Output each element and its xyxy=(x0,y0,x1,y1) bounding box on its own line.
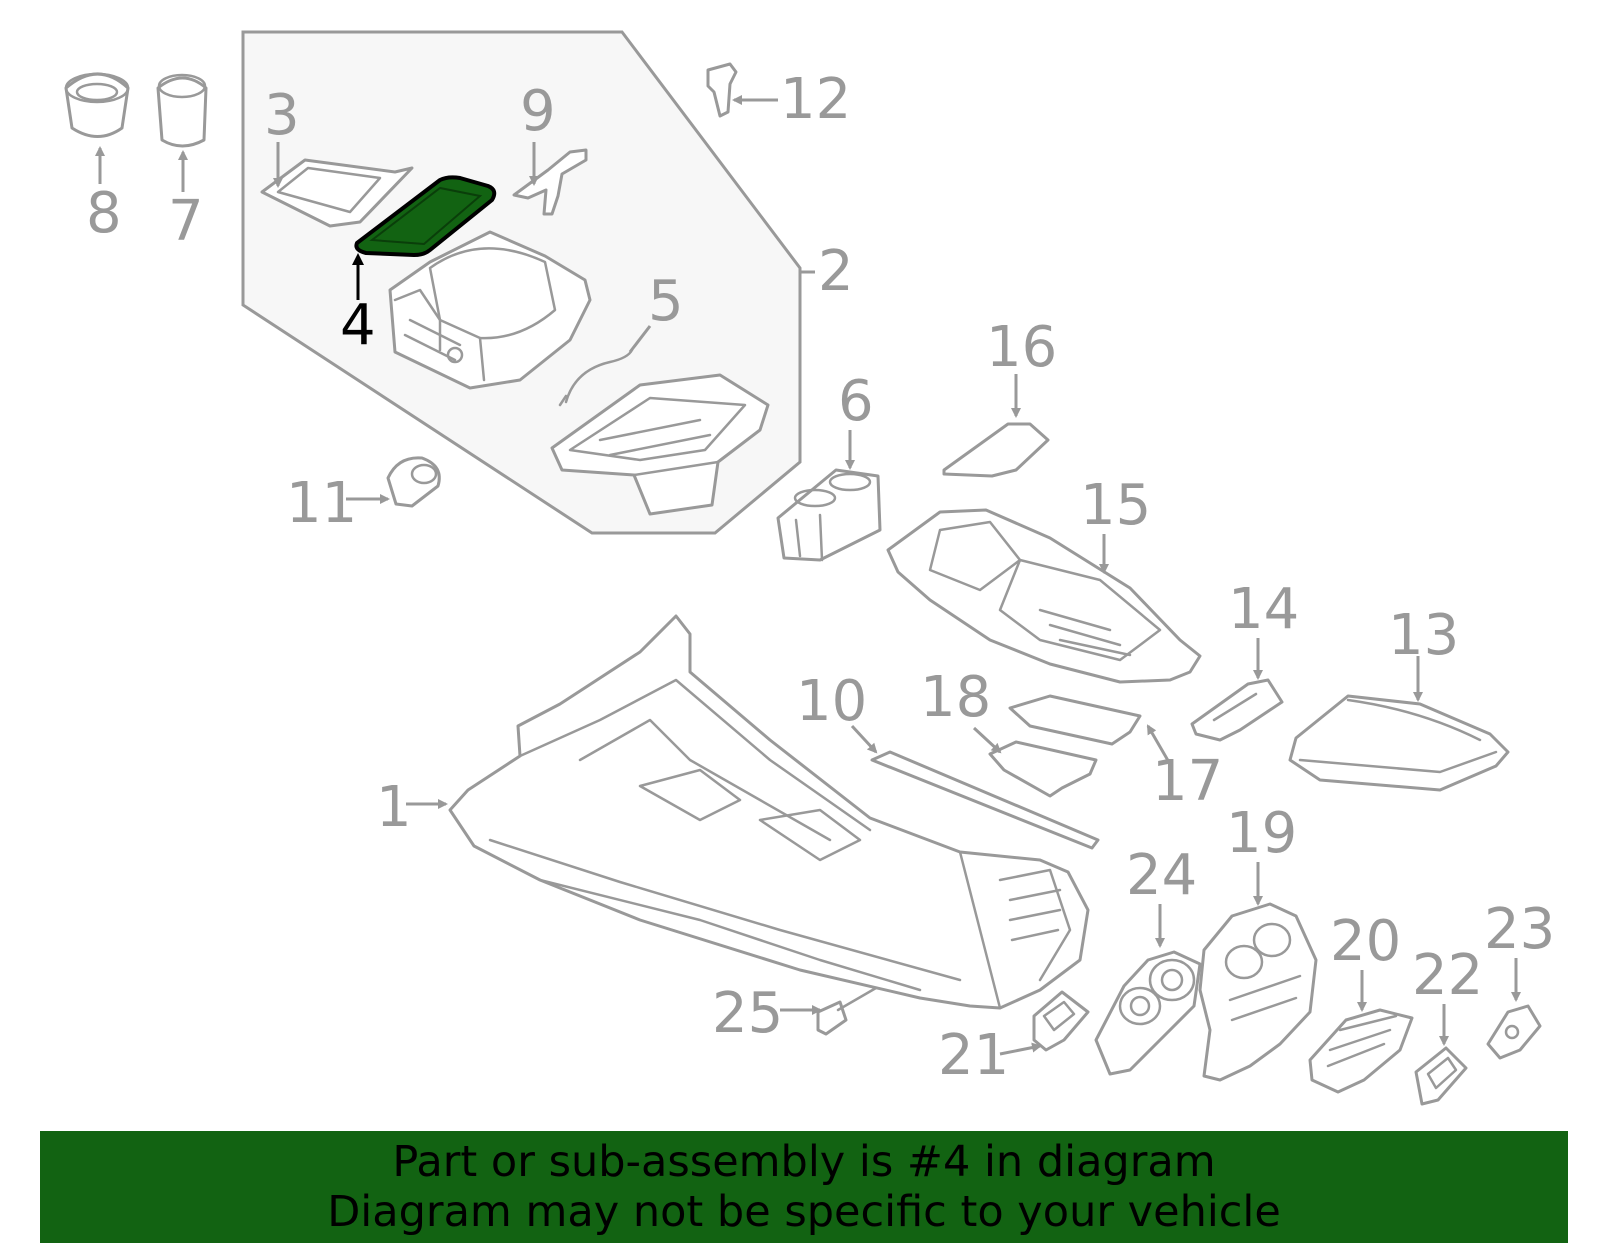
part-19-center-bezel[interactable] xyxy=(1198,902,1318,1082)
part-3-tray[interactable] xyxy=(260,158,414,228)
callout-20: 20 xyxy=(1330,909,1401,974)
part-13-armrest[interactable] xyxy=(1288,694,1510,792)
info-banner: Part or sub-assembly is #4 in diagram Di… xyxy=(40,1131,1568,1243)
callout-14: 14 xyxy=(1228,577,1299,642)
callout-6: 6 xyxy=(838,369,874,434)
part-23-switch[interactable] xyxy=(1486,1004,1542,1060)
part-22-cover[interactable] xyxy=(1414,1046,1468,1106)
part-18-strip[interactable] xyxy=(988,740,1098,798)
part-20-switch-panel[interactable] xyxy=(1308,1008,1414,1094)
part-12-pin[interactable] xyxy=(706,62,738,118)
callout-10: 10 xyxy=(796,669,867,734)
callout-17: 17 xyxy=(1152,749,1223,814)
callout-3: 3 xyxy=(264,83,300,148)
callout-21: 21 xyxy=(938,1023,1009,1088)
part-15-bezel[interactable] xyxy=(886,508,1202,684)
part-2-console-box[interactable] xyxy=(388,230,592,390)
part-1-console-body[interactable] xyxy=(448,614,1090,1010)
part-25-screw[interactable] xyxy=(816,986,878,1036)
part-10-long-trim[interactable] xyxy=(870,750,1100,850)
callout-5: 5 xyxy=(648,269,684,334)
callout-13: 13 xyxy=(1388,603,1459,668)
callout-24: 24 xyxy=(1126,843,1197,908)
assembly-2-bin[interactable] xyxy=(550,373,770,516)
callout-22: 22 xyxy=(1412,943,1483,1008)
callout-7: 7 xyxy=(168,189,204,254)
part-9-clip[interactable] xyxy=(512,148,588,216)
callout-19: 19 xyxy=(1226,801,1297,866)
part-7-cup-sleeve[interactable] xyxy=(156,73,208,148)
banner-line-2: Diagram may not be specific to your vehi… xyxy=(327,1187,1281,1237)
callout-15: 15 xyxy=(1080,473,1151,538)
callout-12: 12 xyxy=(780,67,851,132)
callout-2: 2 xyxy=(818,239,854,304)
callout-23: 23 xyxy=(1484,897,1555,962)
part-5-wire[interactable] xyxy=(558,348,634,407)
callout-16: 16 xyxy=(986,315,1057,380)
callout-8: 8 xyxy=(86,181,122,246)
part-21-bracket[interactable] xyxy=(1032,990,1090,1052)
callout-1: 1 xyxy=(376,775,412,840)
part-6-cup-holder[interactable] xyxy=(776,468,882,562)
part-17-strip[interactable] xyxy=(1008,694,1142,746)
part-8-cup-insert[interactable] xyxy=(64,72,130,138)
part-11-switch[interactable] xyxy=(386,456,441,508)
part-16-trim[interactable] xyxy=(942,422,1050,478)
callout-4: 4 xyxy=(340,293,376,358)
callout-18: 18 xyxy=(920,665,991,730)
part-24-vent[interactable] xyxy=(1094,950,1202,1076)
callout-25: 25 xyxy=(712,981,783,1046)
callout-9: 9 xyxy=(520,79,556,144)
part-14-bracket[interactable] xyxy=(1190,678,1284,742)
part-4-highlighted-lid[interactable] xyxy=(354,175,497,257)
callout-11: 11 xyxy=(286,471,357,536)
banner-line-1: Part or sub-assembly is #4 in diagram xyxy=(392,1137,1216,1187)
